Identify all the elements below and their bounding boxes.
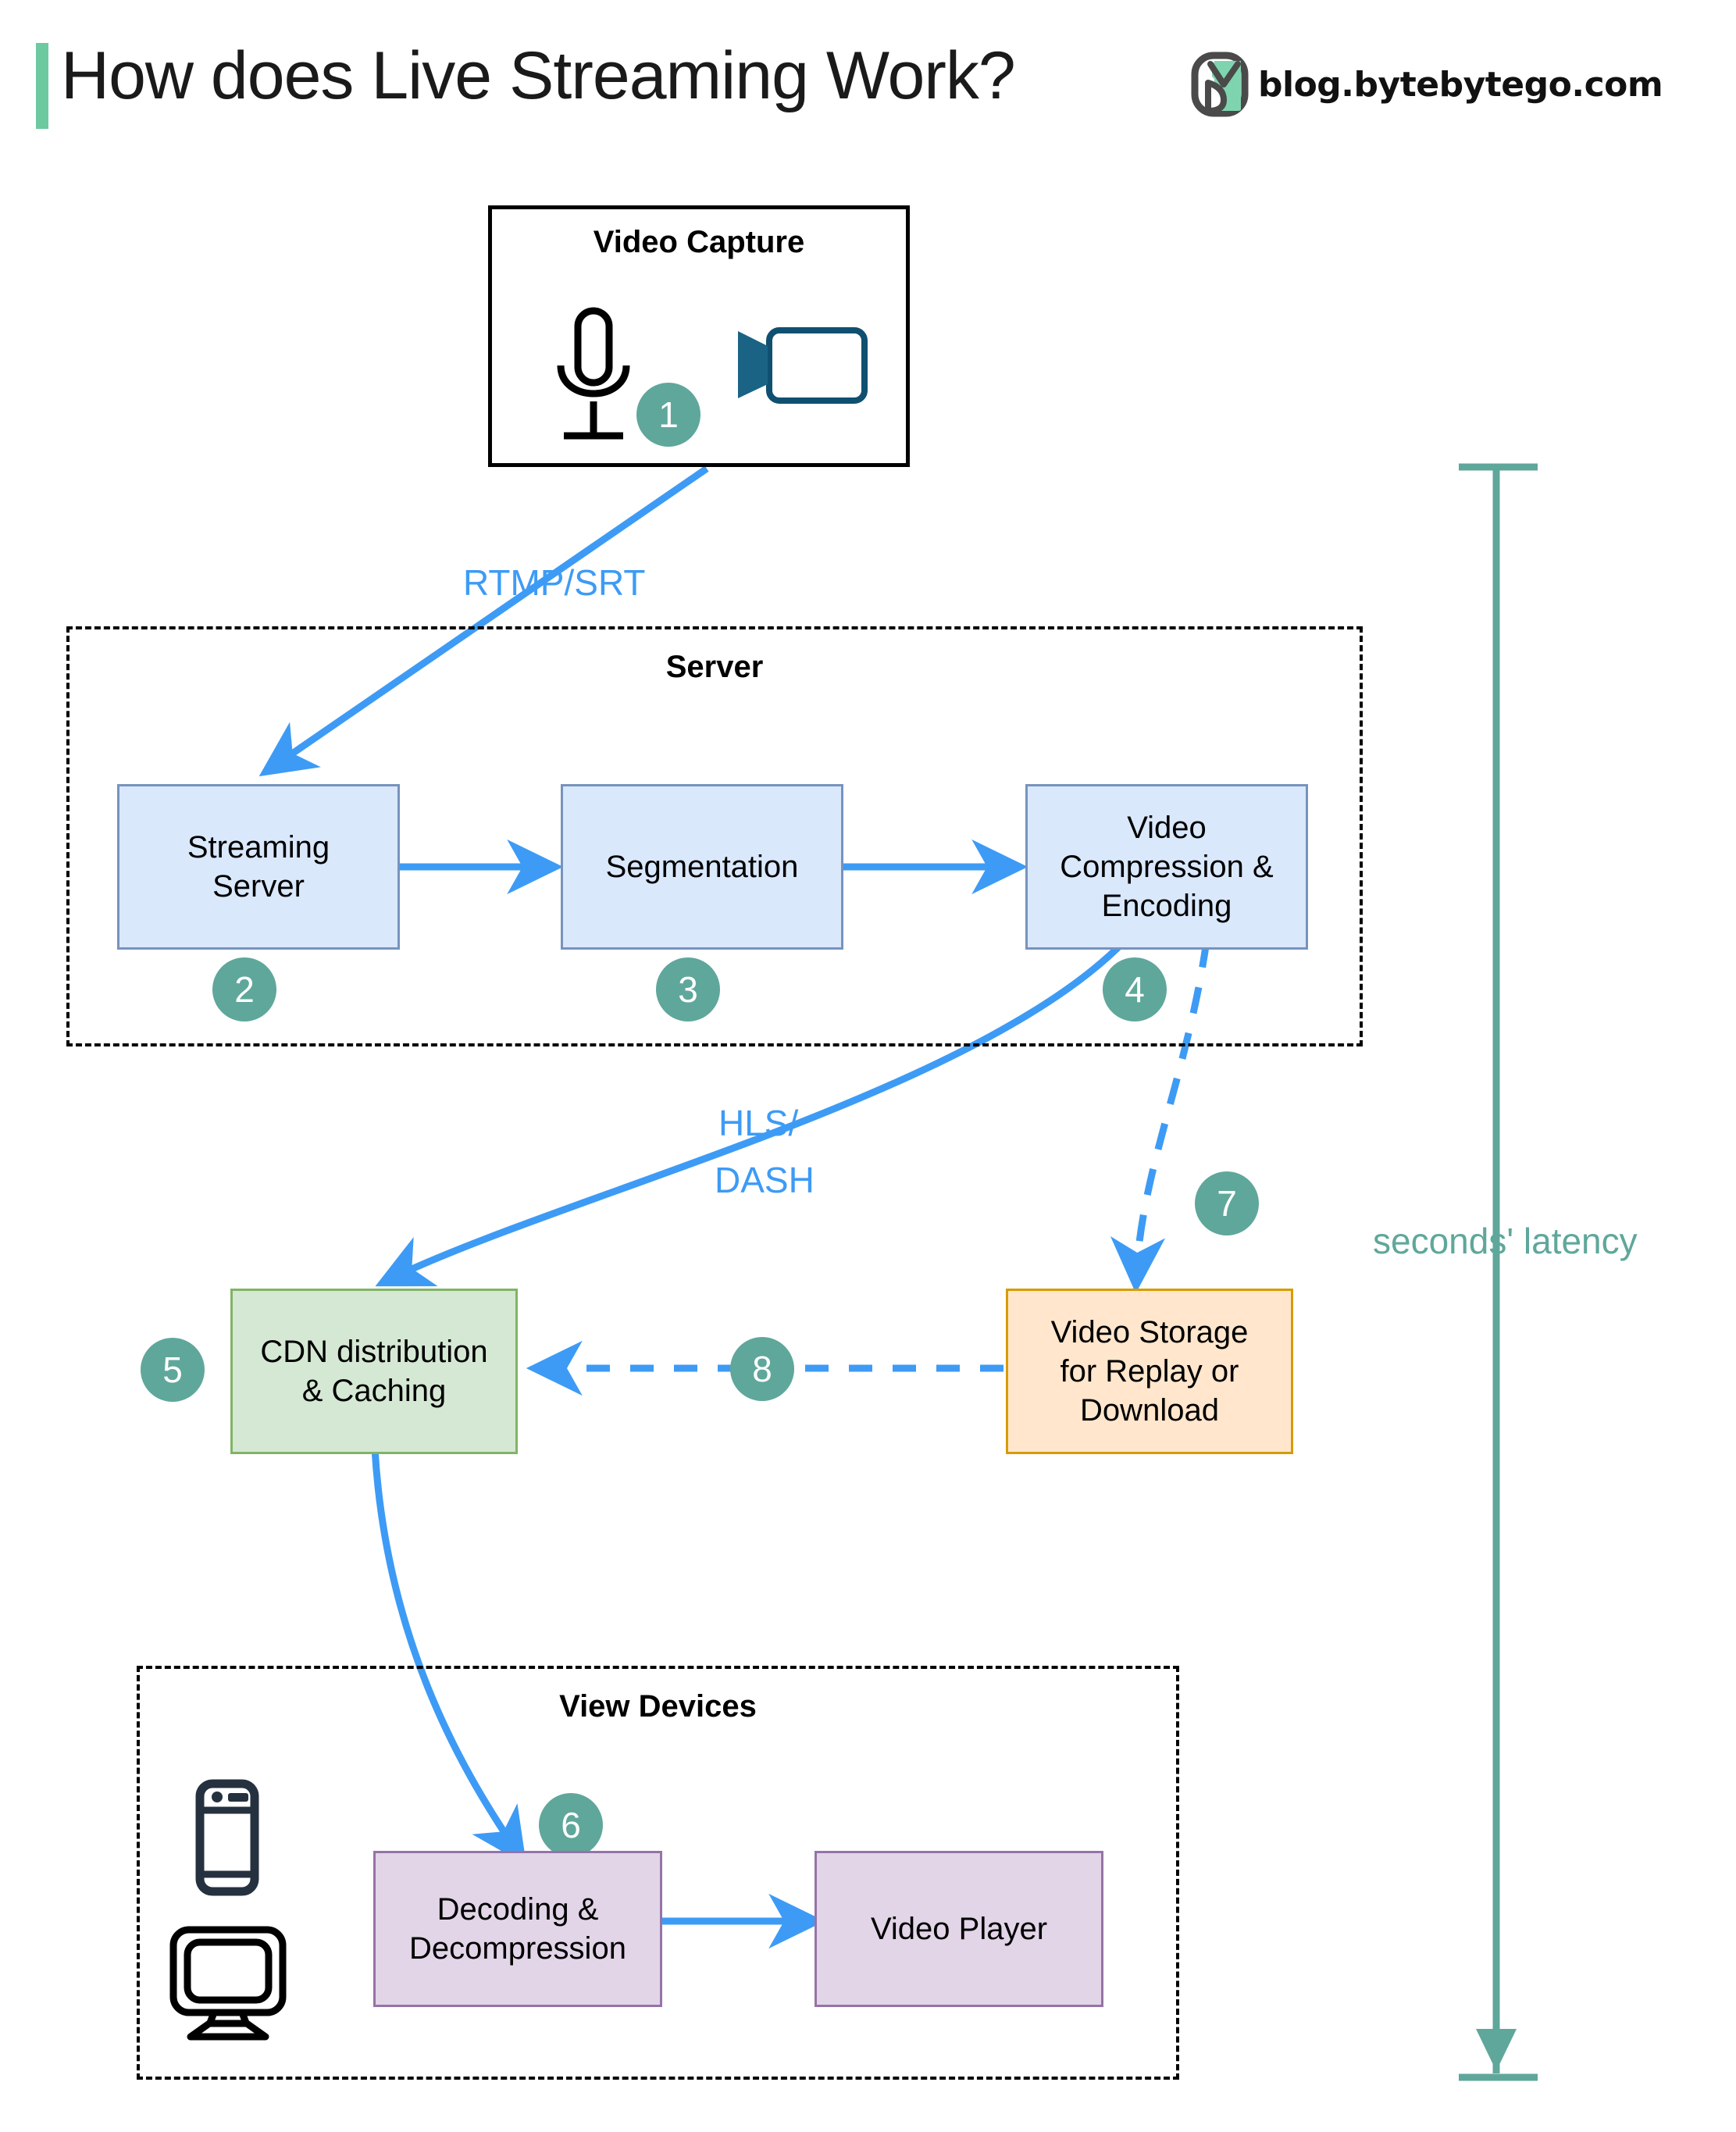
- page-title: How does Live Streaming Work?: [61, 38, 1016, 113]
- latency-indicator: [1459, 463, 1538, 2081]
- server-title: Server: [665, 650, 764, 684]
- edge-label-rtmp-srt: RTMP/SRT: [463, 562, 646, 603]
- badge-1: 1: [636, 383, 700, 447]
- smartphone-icon: [195, 1779, 259, 1900]
- video-camera-icon: [722, 320, 871, 414]
- badge-7: 7: [1195, 1171, 1259, 1235]
- badge-4: 4: [1103, 957, 1167, 1021]
- page-header: How does Live Streaming Work? blog.byteb…: [0, 0, 1736, 148]
- edge-label-hls: HLS/: [718, 1103, 799, 1143]
- brand-watermark: blog.bytebytego.com: [1191, 52, 1663, 117]
- video-capture-title: Video Capture: [593, 225, 805, 259]
- node-decoding-label: Decoding & Decompression: [409, 1892, 626, 1966]
- node-decoding[interactable]: Decoding & Decompression: [373, 1851, 662, 2007]
- latency-label: seconds' latency: [1373, 1221, 1638, 1261]
- bytebytego-logo-icon: [1191, 52, 1249, 117]
- badge-8: 8: [730, 1337, 794, 1401]
- edge-label-dash: DASH: [715, 1160, 815, 1200]
- node-video-player-label: Video Player: [870, 1912, 1048, 1946]
- badge-6: 6: [539, 1793, 603, 1857]
- view-devices-group: [137, 1666, 1179, 2080]
- node-cdn-label: CDN distribution & Caching: [260, 1335, 488, 1408]
- brand-text: blog.bytebytego.com: [1258, 64, 1663, 105]
- view-devices-title: View Devices: [559, 1689, 757, 1724]
- node-segmentation[interactable]: Segmentation: [561, 784, 843, 950]
- title-accent-bar: [36, 43, 48, 129]
- node-streaming-server[interactable]: Streaming Server: [117, 784, 400, 950]
- node-video-storage[interactable]: Video Storage for Replay or Download: [1006, 1289, 1293, 1454]
- node-video-storage-label: Video Storage for Replay or Download: [1050, 1315, 1249, 1428]
- node-streaming-server-label: Streaming Server: [187, 830, 330, 904]
- badge-5: 5: [141, 1338, 205, 1402]
- node-video-compression-label: Video Compression & Encoding: [1060, 811, 1274, 923]
- badge-3: 3: [656, 957, 720, 1021]
- node-segmentation-label: Segmentation: [605, 850, 799, 884]
- server-group: [66, 626, 1363, 1046]
- node-cdn[interactable]: CDN distribution & Caching: [230, 1289, 518, 1454]
- node-video-compression[interactable]: Video Compression & Encoding: [1025, 784, 1308, 950]
- badge-2: 2: [212, 957, 276, 1021]
- node-video-player[interactable]: Video Player: [815, 1851, 1103, 2007]
- desktop-monitor-icon: [166, 1925, 291, 2046]
- microphone-icon: [547, 305, 640, 457]
